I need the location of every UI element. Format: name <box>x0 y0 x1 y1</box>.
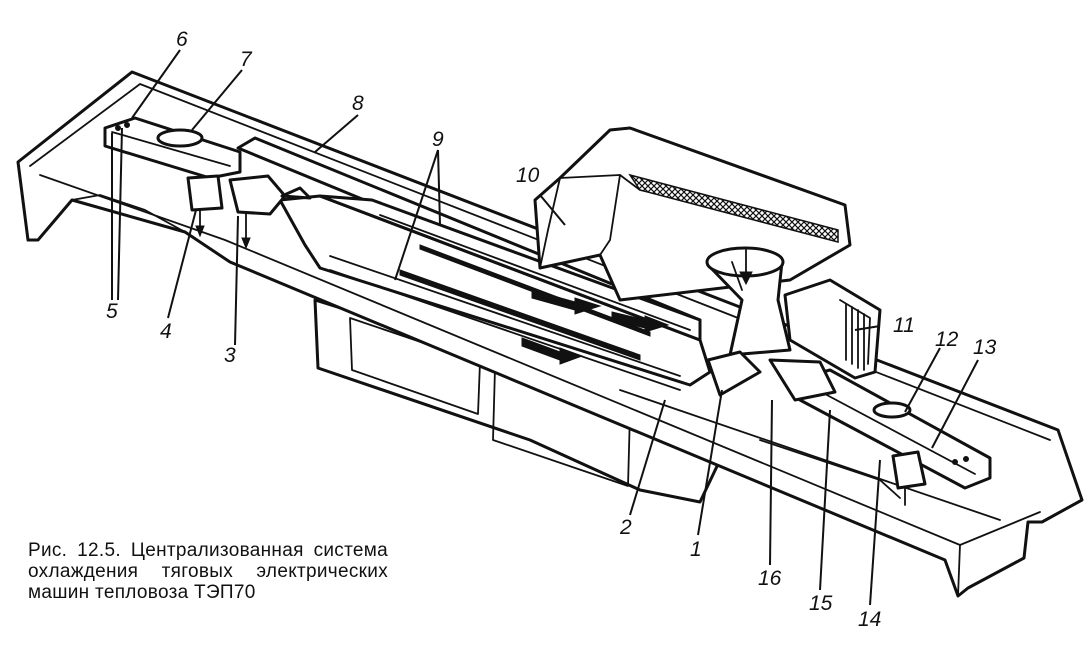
callout-3: 3 <box>224 344 236 367</box>
callout-4: 4 <box>160 320 172 343</box>
callout-6: 6 <box>176 28 188 51</box>
callout-7: 7 <box>240 48 253 71</box>
leader-lines <box>111 49 979 606</box>
callout-1: 1 <box>690 538 702 561</box>
callout-10: 10 <box>516 164 540 187</box>
callout-2: 2 <box>619 516 632 539</box>
callout-16: 16 <box>758 567 782 590</box>
air-ducts <box>236 136 712 391</box>
callout-15: 15 <box>809 592 833 615</box>
apparatus-chamber <box>783 278 882 380</box>
callout-14: 14 <box>858 608 881 631</box>
figure-caption: Рис. 12.5. Централизованная система охла… <box>28 540 388 603</box>
callout-12: 12 <box>935 328 959 351</box>
callout-8: 8 <box>352 92 364 115</box>
airflow-arrows <box>280 186 670 365</box>
callout-13: 13 <box>973 336 997 359</box>
fan-intake <box>705 246 837 402</box>
rear-motor-duct <box>798 368 992 506</box>
callout-11: 11 <box>893 314 915 337</box>
callout-labels: 1 2 3 4 5 6 7 8 9 10 11 12 13 14 15 16 <box>106 28 997 631</box>
front-motor-duct <box>103 116 287 250</box>
callout-5: 5 <box>106 300 118 323</box>
callout-9: 9 <box>432 128 444 151</box>
